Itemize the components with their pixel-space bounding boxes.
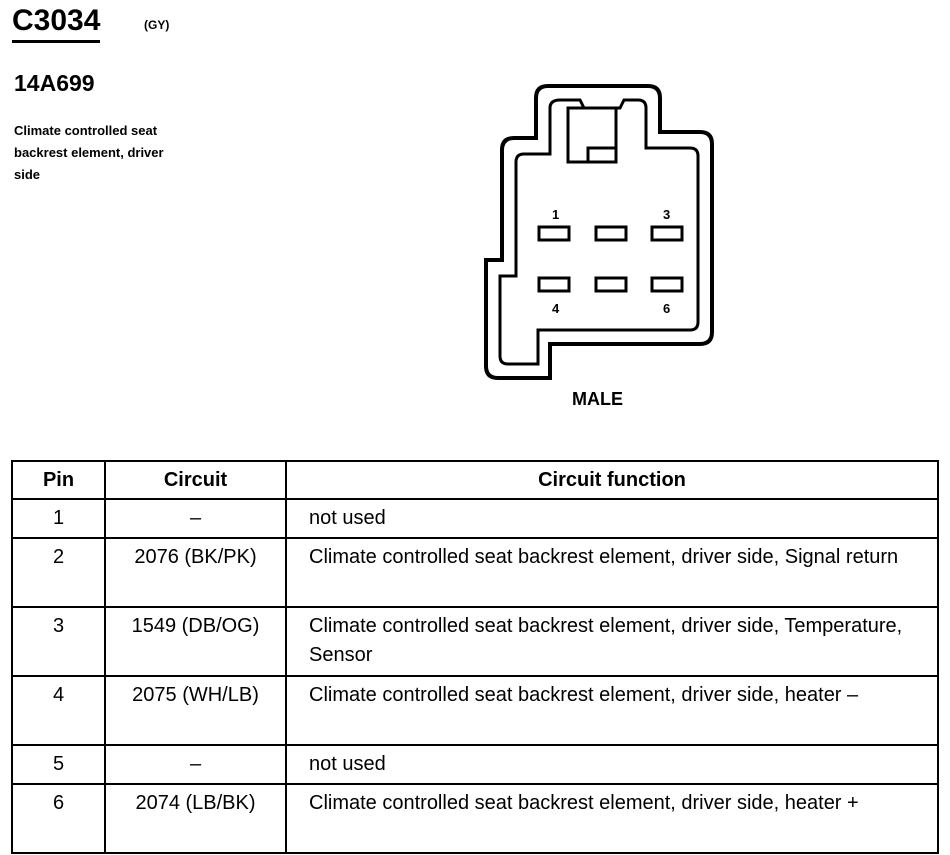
table-row: 5 – not used — [11, 744, 939, 785]
function-cell: not used — [285, 744, 939, 785]
column-header-pin: Pin — [11, 460, 106, 500]
circuit-cell: – — [104, 744, 287, 785]
table-row: 6 2074 (LB/BK) Climate controlled seat b… — [11, 783, 939, 854]
function-cell: not used — [285, 498, 939, 539]
function-cell: Climate controlled seat backrest element… — [285, 606, 939, 677]
connector-latch — [566, 106, 618, 164]
pin-cavity-5 — [594, 276, 628, 293]
pin-label-1: 1 — [552, 207, 559, 222]
circuit-cell: 2075 (WH/LB) — [104, 675, 287, 746]
table-row: 3 1549 (DB/OG) Climate controlled seat b… — [11, 606, 939, 677]
connector-housing-inner — [498, 98, 700, 366]
header: C3034 (GY) — [12, 4, 169, 43]
function-cell: Climate controlled seat backrest element… — [285, 675, 939, 746]
connector-color-code: (GY) — [144, 18, 170, 32]
circuit-cell: – — [104, 498, 287, 539]
part-number: 14A699 — [14, 70, 95, 96]
function-cell: Climate controlled seat backrest element… — [285, 783, 939, 854]
pin-cell: 2 — [11, 537, 106, 608]
table-header-row: Pin Circuit Circuit function — [11, 460, 939, 500]
pin-label-4: 4 — [552, 301, 560, 316]
circuit-cell: 2074 (LB/BK) — [104, 783, 287, 854]
column-header-function: Circuit function — [285, 460, 939, 500]
pinout-table: Pin Circuit Circuit function 1 – not use… — [11, 460, 939, 854]
pin-cavity-1 — [537, 225, 571, 242]
connector-latch-tab — [586, 146, 618, 164]
pin-cavity-2 — [594, 225, 628, 242]
pin-cavity-3 — [650, 225, 684, 242]
function-cell: Climate controlled seat backrest element… — [285, 537, 939, 608]
circuit-cell: 2076 (BK/PK) — [104, 537, 287, 608]
column-header-circuit: Circuit — [104, 460, 287, 500]
connector-gender-label: MALE — [572, 389, 623, 409]
pin-cell: 4 — [11, 675, 106, 746]
connector-face-diagram: 1 3 4 6 — [484, 84, 714, 380]
table-row: 4 2075 (WH/LB) Climate controlled seat b… — [11, 675, 939, 746]
circuit-cell: 1549 (DB/OG) — [104, 606, 287, 677]
pin-cell: 1 — [11, 498, 106, 539]
pin-cell: 3 — [11, 606, 106, 677]
pin-cavity-4 — [537, 276, 571, 293]
pin-label-6: 6 — [663, 301, 670, 316]
pin-cell: 6 — [11, 783, 106, 854]
pin-cell: 5 — [11, 744, 106, 785]
connector-id: C3034 — [12, 4, 101, 43]
table-row: 1 – not used — [11, 498, 939, 539]
pin-label-3: 3 — [663, 207, 670, 222]
pin-cavity-6 — [650, 276, 684, 293]
component-description: Climate controlled seat backrest element… — [14, 123, 164, 182]
connector-housing-outer — [484, 84, 714, 380]
table-row: 2 2076 (BK/PK) Climate controlled seat b… — [11, 537, 939, 608]
